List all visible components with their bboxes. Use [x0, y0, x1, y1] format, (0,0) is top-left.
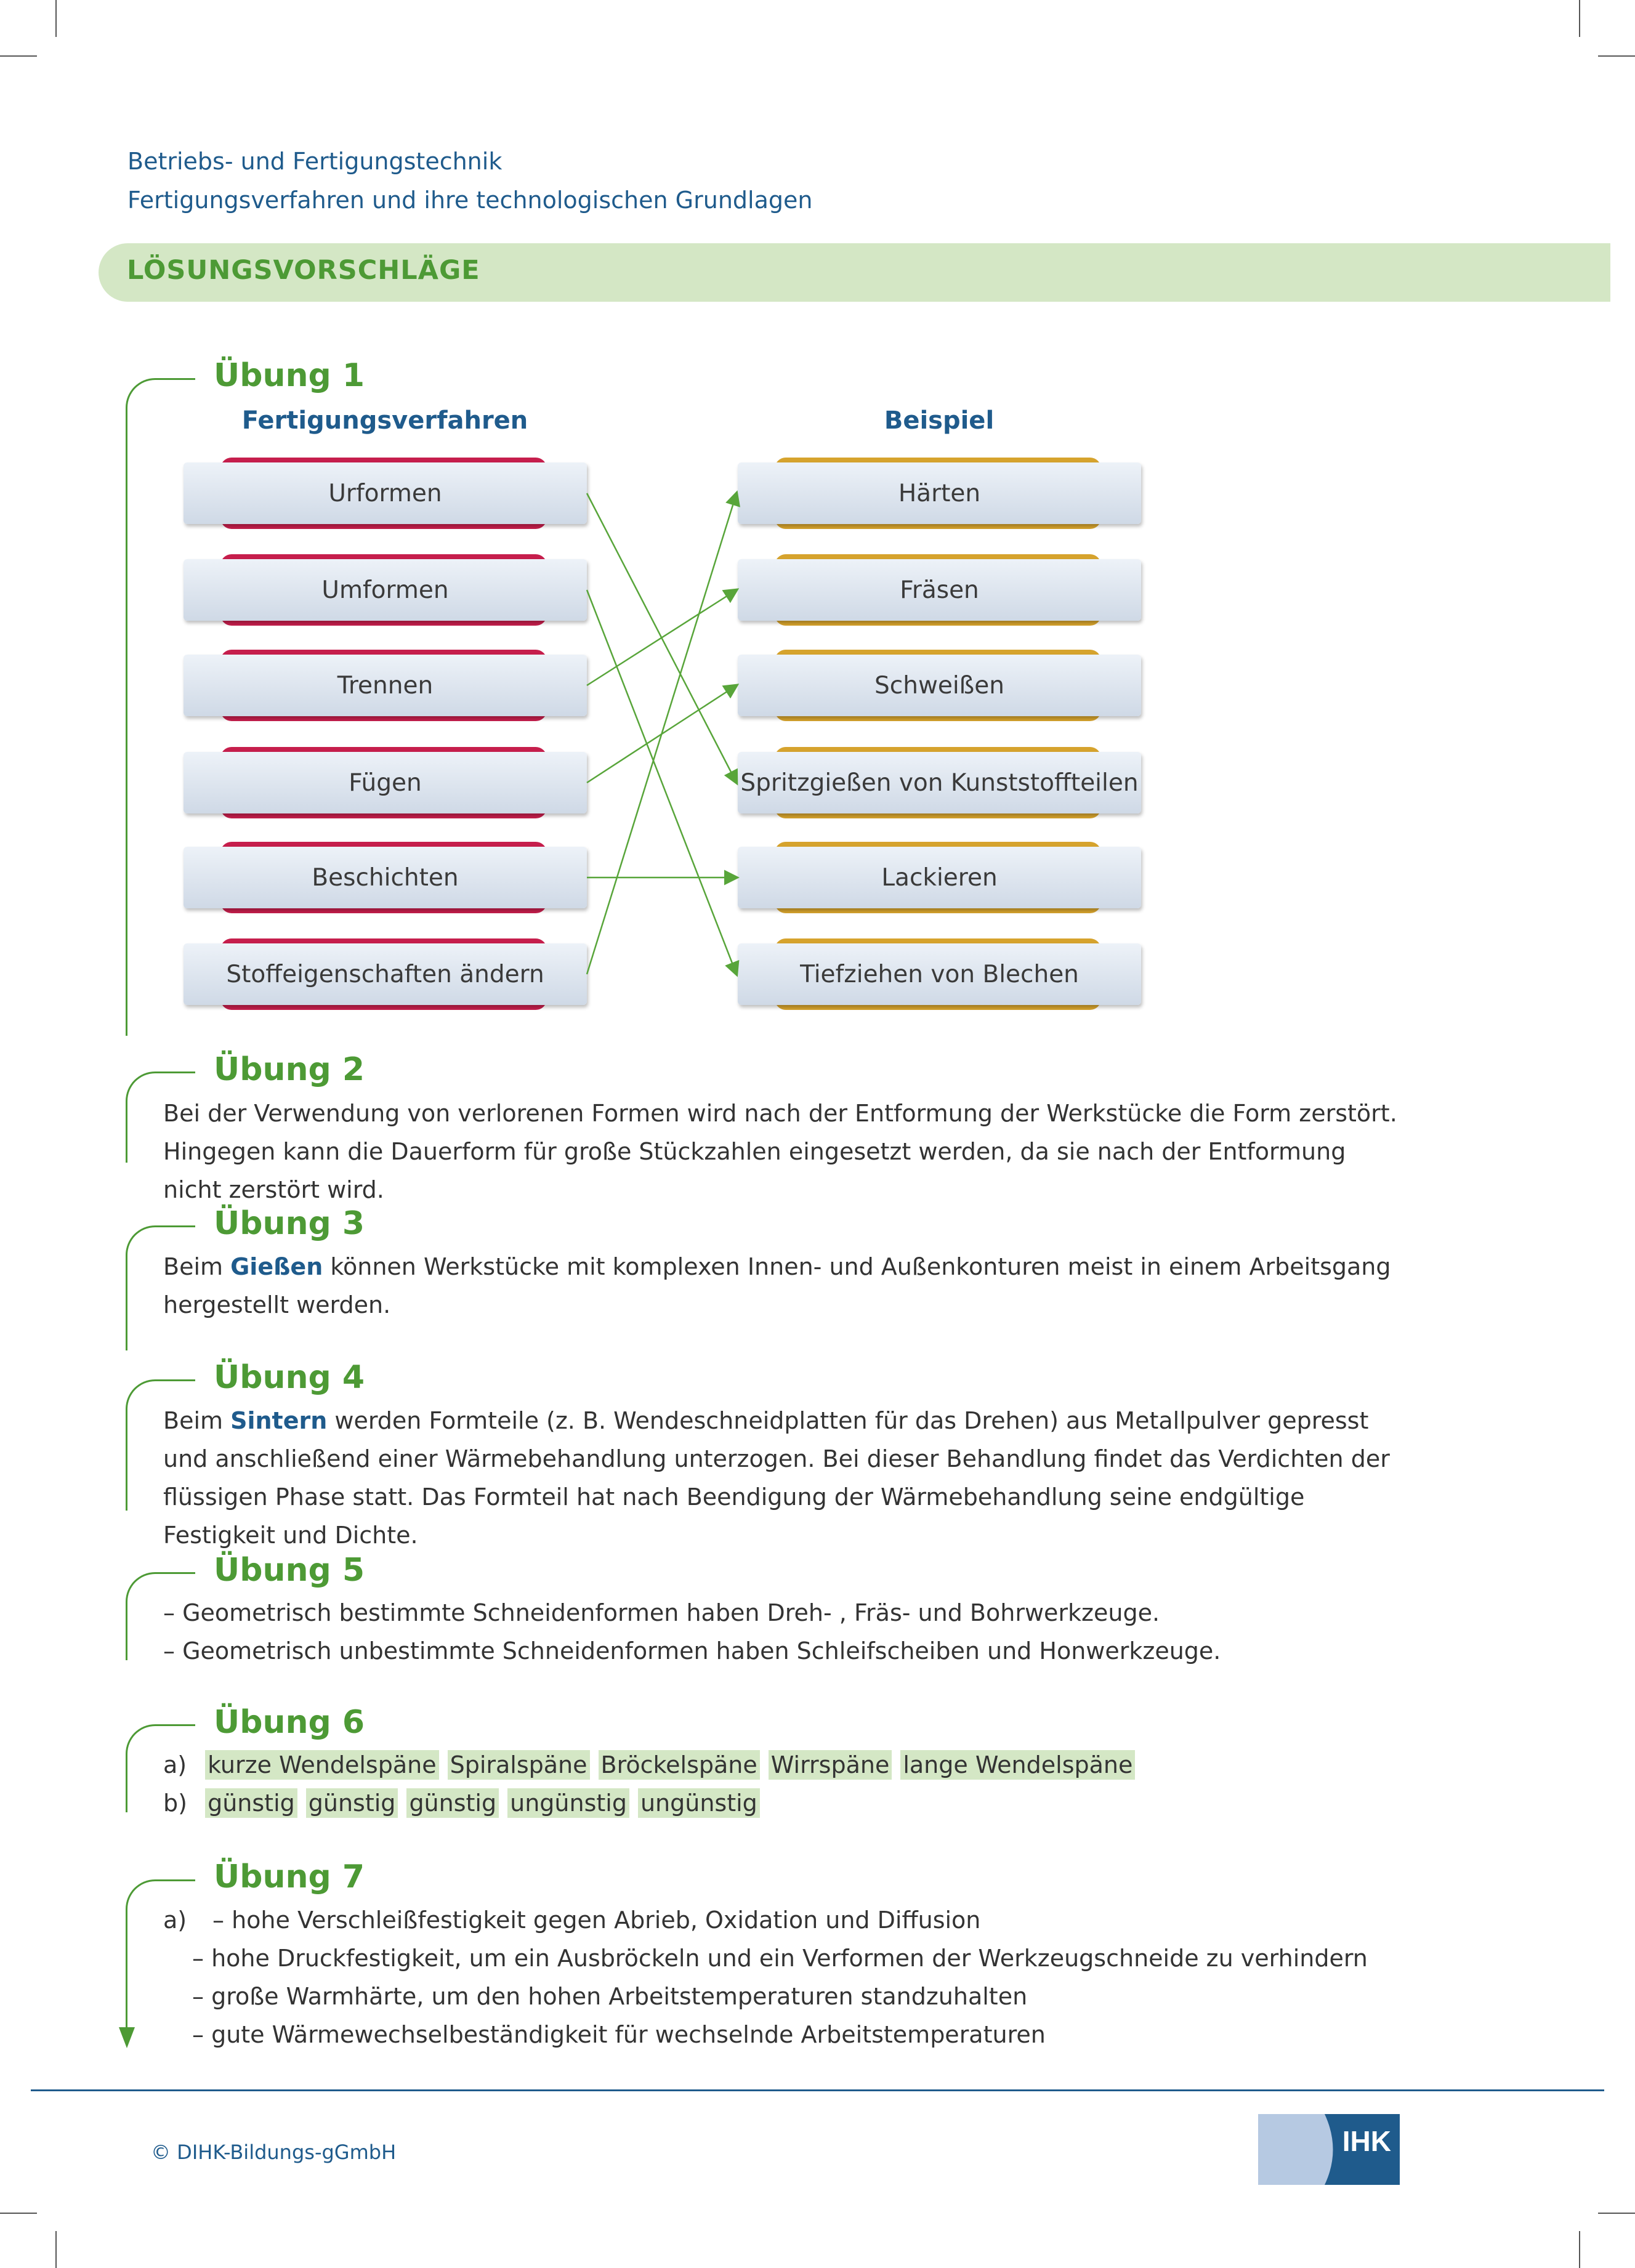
header-topic: Fertigungsverfahren und ihre technologis… [127, 187, 813, 214]
exercise-3-text: Beim Gießen können Werkstücke mit komple… [163, 1248, 1401, 1324]
example-box: Schweißen [738, 655, 1141, 716]
list-item: – Geometrisch unbestimmte Schneidenforme… [163, 1637, 1221, 1665]
exercise-7-title: Übung 7 [214, 1858, 365, 1895]
connection-line [586, 589, 740, 977]
answer-chip: günstig [406, 1788, 499, 1818]
process-box: Beschichten [184, 847, 587, 908]
section-title: LÖSUNGSVORSCHLÄGE [127, 255, 480, 286]
exercise-bracket [126, 1724, 195, 1812]
exercise-2-title: Übung 2 [214, 1051, 365, 1088]
list-item: a) – hohe Verschleißfestigkeit gegen Abri… [163, 1901, 980, 1939]
row-label: a) [163, 1907, 187, 1934]
connection-line [586, 588, 740, 687]
text-run: können Werkstücke mit komplexen Innen- u… [163, 1253, 1391, 1318]
connection-line [586, 490, 740, 975]
process-box: Urformen [184, 462, 587, 524]
list-item-text: – hohe Verschleißfestigkeit gegen Abrieb… [212, 1907, 981, 1934]
answer-chip: lange Wendelspäne [900, 1750, 1136, 1780]
exercise-bracket [126, 1879, 195, 2035]
crop-mark [55, 0, 57, 37]
crop-mark [55, 2231, 57, 2268]
exercise-2-text: Bei der Verwendung von verlorenen Formen… [163, 1100, 1397, 1203]
exercise-bracket [126, 1379, 195, 1511]
answer-chip: kurze Wendelspäne [205, 1750, 439, 1780]
answer-chip: Spiralspäne [447, 1750, 590, 1780]
crop-mark [0, 55, 37, 57]
example-box: Spritzgießen von Kunststoffteilen [738, 752, 1141, 813]
logo-text: IHK [1342, 2125, 1391, 2157]
crop-mark [0, 2213, 37, 2214]
example-box: Fräsen [738, 559, 1141, 621]
answer-row-a: a) kurze Wendelspäne Spiralspäne Bröckelsp… [163, 1746, 1144, 1784]
list-item: – gute Wärmewechselbeständigkeit für wec… [192, 2021, 1046, 2048]
section-band [99, 243, 1610, 302]
example-box: Lackieren [738, 847, 1141, 908]
exercise-4-text: Beim Sintern werden Formteile (z. B. Wen… [163, 1402, 1401, 1554]
exercise-bracket [126, 1572, 195, 1660]
text-run: Beim [163, 1407, 231, 1434]
exercise-6-title: Übung 6 [214, 1704, 365, 1741]
process-box: Trennen [184, 655, 587, 716]
right-column-heading: Beispiel [884, 406, 995, 435]
exercise-5-title: Übung 5 [214, 1552, 365, 1589]
crop-mark [1579, 0, 1580, 37]
crop-mark [1579, 2231, 1580, 2268]
left-column-heading: Fertigungsverfahren [241, 406, 528, 435]
answer-chip: günstig [205, 1788, 297, 1818]
process-box: Stoffeigenschaften ändern [184, 943, 587, 1005]
exercise-4-title: Übung 4 [214, 1359, 365, 1396]
row-label: a) [163, 1751, 187, 1778]
answer-chip: Wirrspäne [768, 1750, 892, 1780]
process-box: Fügen [184, 752, 587, 813]
text-run: werden Formteile (z. B. Wendeschneidplat… [163, 1407, 1390, 1549]
answer-chip: ungünstig [507, 1788, 629, 1818]
answer-chip: günstig [305, 1788, 398, 1818]
keyword: Sintern [230, 1407, 328, 1434]
exercise-bracket [126, 1071, 195, 1163]
exercise-bracket [126, 378, 195, 1036]
example-box: Härten [738, 462, 1141, 524]
answer-chip: Bröckelspäne [598, 1750, 760, 1780]
exercise-bracket [126, 1225, 195, 1350]
exercise-3-title: Übung 3 [214, 1205, 365, 1242]
exercise-1-title: Übung 1 [214, 357, 365, 394]
ihk-logo: IHK [1258, 2114, 1400, 2185]
text-run: Beim [163, 1253, 231, 1280]
keyword: Gießen [230, 1253, 323, 1280]
crop-mark [1598, 55, 1635, 57]
process-box: Umformen [184, 559, 587, 621]
header-subject: Betriebs- und Fertigungstechnik [127, 148, 503, 175]
list-item: – hohe Druckfestigkeit, um ein Ausbröcke… [192, 1945, 1368, 1972]
copyright: © DIHK-Bildungs-gGmbH [151, 2141, 397, 2164]
footer-rule [31, 2089, 1604, 2091]
example-box: Tiefziehen von Blechen [738, 943, 1141, 1005]
row-label: b) [163, 1790, 187, 1817]
connection-lines [586, 490, 740, 977]
answer-chip: ungünstig [637, 1788, 760, 1818]
list-item: – große Warmhärte, um den hohen Arbeitst… [192, 1983, 1028, 2010]
crop-mark [1598, 2213, 1635, 2214]
answer-row-b: b) günstig günstig günstig ungünstig ungünst… [163, 1784, 769, 1822]
list-item: – Geometrisch bestimmte Schneidenformen … [163, 1599, 1160, 1626]
arrow-down-icon [119, 2027, 135, 2048]
